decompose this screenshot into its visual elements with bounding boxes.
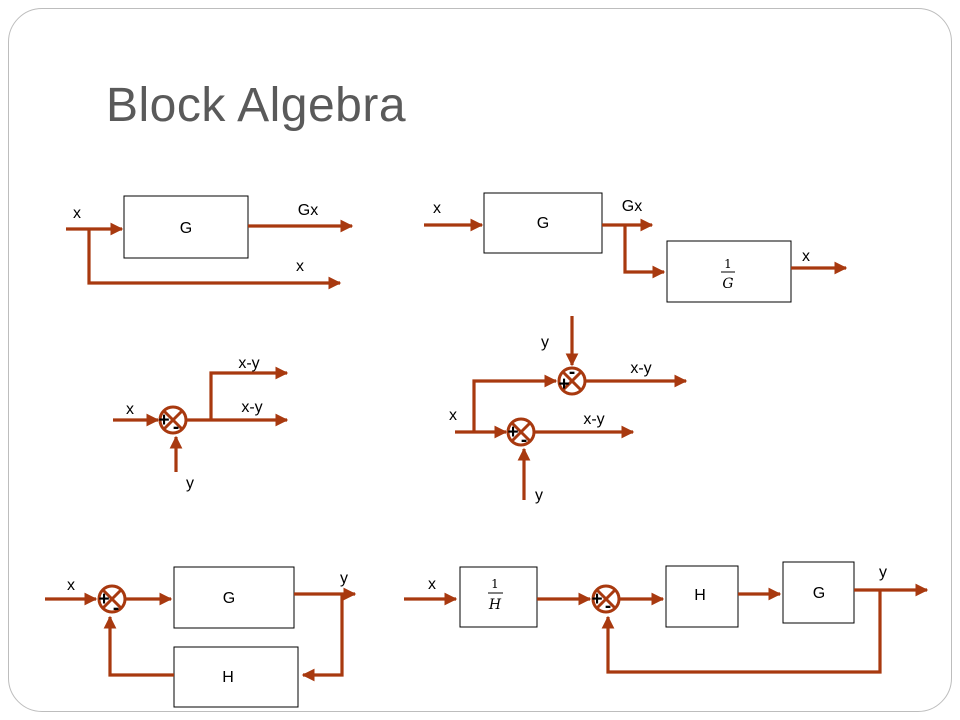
d6-block-inverse-h	[459, 566, 538, 628]
d4-top-plus-sign: +	[558, 374, 569, 395]
d4-top-minus-sign: -	[569, 362, 575, 383]
d5-block-h	[173, 646, 299, 708]
d3-input-label: x	[126, 401, 134, 418]
d6-plus-sign: +	[591, 589, 602, 610]
d1-block-g-label: G	[180, 220, 192, 237]
d4-input-label: x	[449, 407, 457, 424]
d2-frac-num: 1	[724, 257, 732, 271]
d4-out-top-label: x-y	[630, 360, 651, 377]
d6-block-g-label: G	[813, 585, 825, 602]
d5-block-g-label: G	[223, 590, 235, 607]
d2-mid-label: Gx	[622, 198, 642, 215]
d2-block-g-label: G	[537, 215, 549, 232]
d3-branch-wire	[209, 366, 289, 420]
d2-branch-wire	[623, 225, 666, 279]
d4-out-bottom-label: x-y	[583, 411, 604, 428]
d4-bottom-y-label: y	[535, 487, 543, 504]
diagram-6-unity-feedback-equivalent: 1 H H G + - x y	[404, 561, 929, 674]
d2-input-label: x	[433, 200, 441, 217]
d6-block-h	[665, 565, 739, 628]
d5-feedback-pick-wire	[301, 594, 344, 682]
d3-plus-sign: +	[158, 410, 169, 431]
slide-title: Block Algebra	[106, 79, 407, 132]
d1-input-label: x	[73, 205, 81, 222]
d2-block-g	[483, 192, 603, 254]
d3-minus-sign: -	[173, 417, 179, 438]
d5-feedback-return-wire	[103, 615, 174, 677]
d2-output-label: x	[802, 248, 810, 265]
d1-block-g	[123, 195, 249, 259]
diagram-2-pickoff-after-block: G 1 G x Gx x	[424, 192, 848, 303]
d6-frac-den: H	[488, 597, 502, 613]
d4-top-y-label: y	[541, 334, 549, 351]
d6-output-label: y	[879, 564, 887, 581]
d4-bottom-plus-sign: +	[507, 422, 518, 443]
d5-block-g	[173, 566, 295, 629]
d6-block-g	[782, 561, 855, 624]
d2-fraction-1-over-g: 1 G	[721, 257, 735, 292]
d6-input-label: x	[428, 576, 436, 593]
d4-top-sj-cross-2	[561, 370, 583, 392]
d5-sj-cross-2	[101, 588, 123, 610]
d5-plus-sign: +	[98, 589, 109, 610]
diagram-5-feedback-loop: G H + - x y	[45, 566, 357, 708]
d6-frac-num: 1	[491, 577, 499, 591]
diagram-1-pickoff-before-block: G x Gx x	[66, 195, 354, 290]
d5-output-label: y	[340, 570, 348, 587]
d5-block-h-label: H	[222, 669, 234, 686]
d3-feedback-label: y	[186, 475, 194, 492]
d6-fraction-1-over-h: 1 H	[488, 577, 503, 613]
d4-bottom-sj-cross-2	[510, 421, 532, 443]
d1-out-bottom-label: x	[296, 258, 304, 275]
d4-branch-wire	[472, 374, 558, 432]
d5-input-label: x	[67, 577, 75, 594]
d6-minus-sign: -	[605, 596, 611, 617]
d1-out-top-label: Gx	[298, 202, 318, 219]
d6-sj-cross-2	[595, 588, 617, 610]
d6-block-h-label: H	[694, 587, 706, 604]
diagram-4-pickoff-before-summer: - + + - y x-y x x-y y	[449, 316, 688, 504]
d4-bottom-minus-sign: -	[521, 430, 527, 451]
d2-frac-den: G	[722, 276, 733, 292]
d3-out-bottom-label: x-y	[241, 399, 262, 416]
d3-sj-cross-2	[162, 409, 184, 431]
d3-out-top-label: x-y	[238, 355, 259, 372]
d6-feedback-wire	[601, 590, 882, 674]
d5-minus-sign: -	[113, 598, 119, 619]
d1-bypass-wire	[87, 229, 342, 290]
diagram-3-pickoff-after-summer: + - x x-y x-y y	[113, 355, 289, 492]
